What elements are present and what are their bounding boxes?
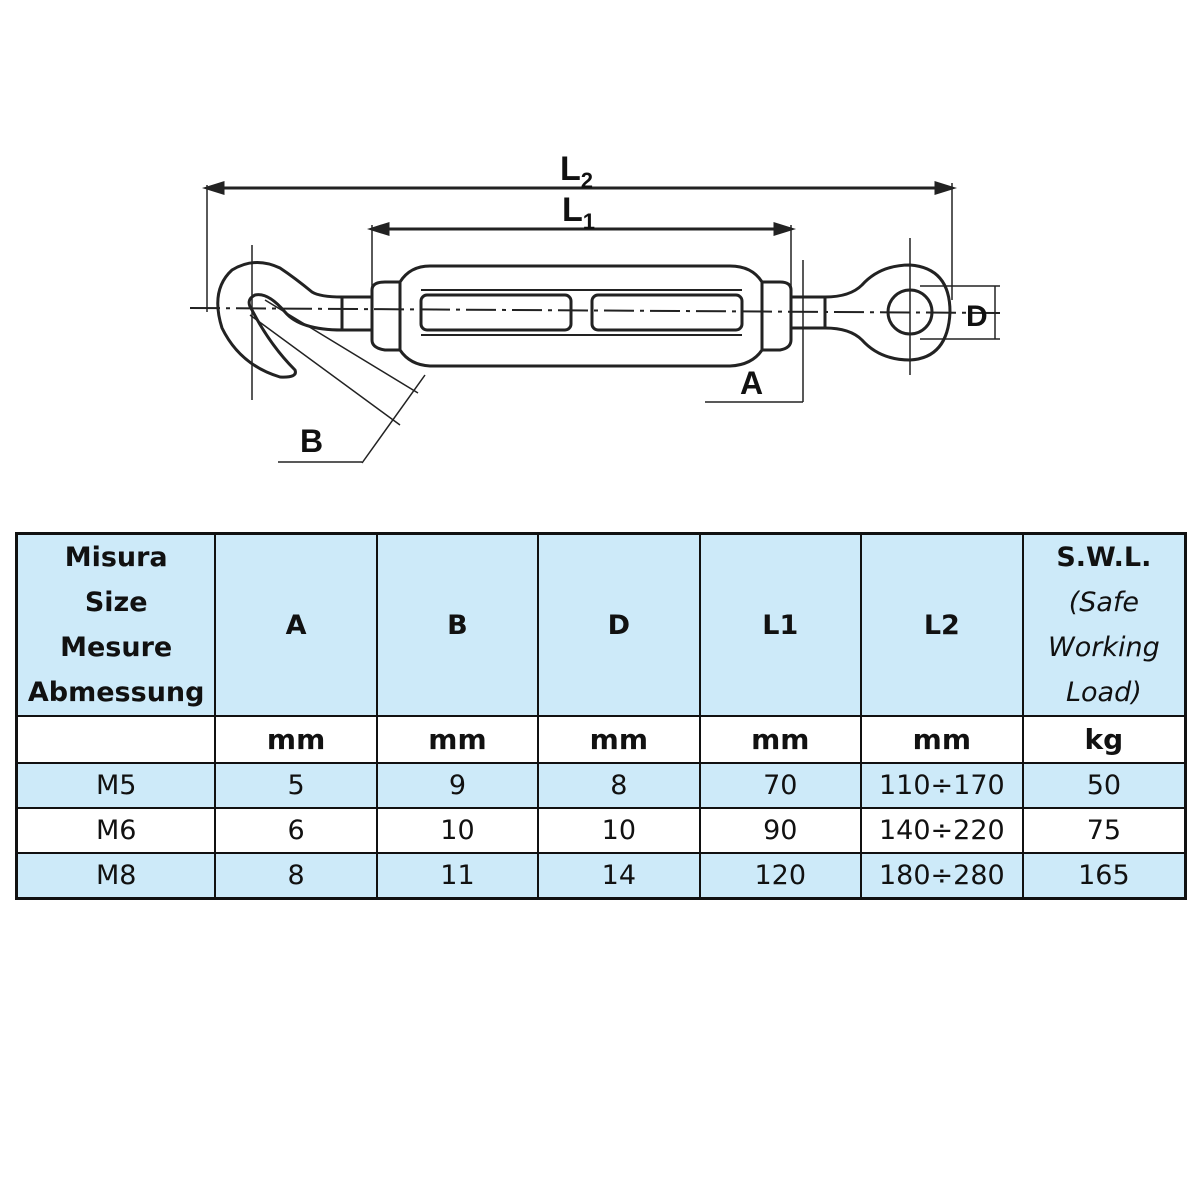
cell: 9 bbox=[375, 762, 540, 809]
label-l1: L1 bbox=[562, 191, 595, 234]
cell: 70 bbox=[698, 762, 862, 809]
header-a: A bbox=[214, 532, 378, 717]
header-l2: L2 bbox=[859, 532, 1024, 717]
cell: 75 bbox=[1021, 807, 1187, 854]
unit-cell: mm bbox=[214, 715, 378, 764]
cell: 140÷220 bbox=[859, 807, 1024, 854]
cell: 11 bbox=[375, 852, 540, 900]
label-l2: L2 bbox=[560, 150, 593, 193]
cell: 90 bbox=[698, 807, 862, 854]
header-d: D bbox=[537, 532, 701, 717]
cell: 10 bbox=[537, 807, 701, 854]
header-l1: L1 bbox=[698, 532, 862, 717]
cell: 10 bbox=[375, 807, 540, 854]
unit-cell: mm bbox=[375, 715, 540, 764]
unit-cell: mm bbox=[859, 715, 1024, 764]
cell: M6 bbox=[15, 807, 217, 854]
label-b: B bbox=[300, 423, 323, 459]
header-b: B bbox=[375, 532, 540, 717]
cell: 5 bbox=[214, 762, 378, 809]
unit-cell: mm bbox=[537, 715, 701, 764]
label-d: D bbox=[966, 300, 988, 333]
table-row: M8 8 11 14 120 180÷280 165 bbox=[15, 852, 1187, 900]
cell: 14 bbox=[537, 852, 701, 900]
cell: 165 bbox=[1021, 852, 1187, 900]
table-row: M6 6 10 10 90 140÷220 75 bbox=[15, 807, 1187, 854]
cell: 8 bbox=[537, 762, 701, 809]
cell: 110÷170 bbox=[859, 762, 1024, 809]
cell: 8 bbox=[214, 852, 378, 900]
cell: 120 bbox=[698, 852, 862, 900]
turnbuckle-diagram: L2 L1 A B D bbox=[189, 150, 1001, 464]
cell: M8 bbox=[15, 852, 217, 900]
unit-cell: mm bbox=[698, 715, 862, 764]
cell: 50 bbox=[1021, 762, 1187, 809]
table-row: M5 5 9 8 70 110÷170 50 bbox=[15, 762, 1187, 809]
unit-cell: kg bbox=[1021, 715, 1187, 764]
units-row: mm mm mm mm mm kg bbox=[15, 715, 1187, 764]
cell: M5 bbox=[15, 762, 217, 809]
cell: 180÷280 bbox=[859, 852, 1024, 900]
cell: 6 bbox=[214, 807, 378, 854]
unit-cell bbox=[15, 715, 217, 764]
label-a: A bbox=[740, 365, 763, 401]
